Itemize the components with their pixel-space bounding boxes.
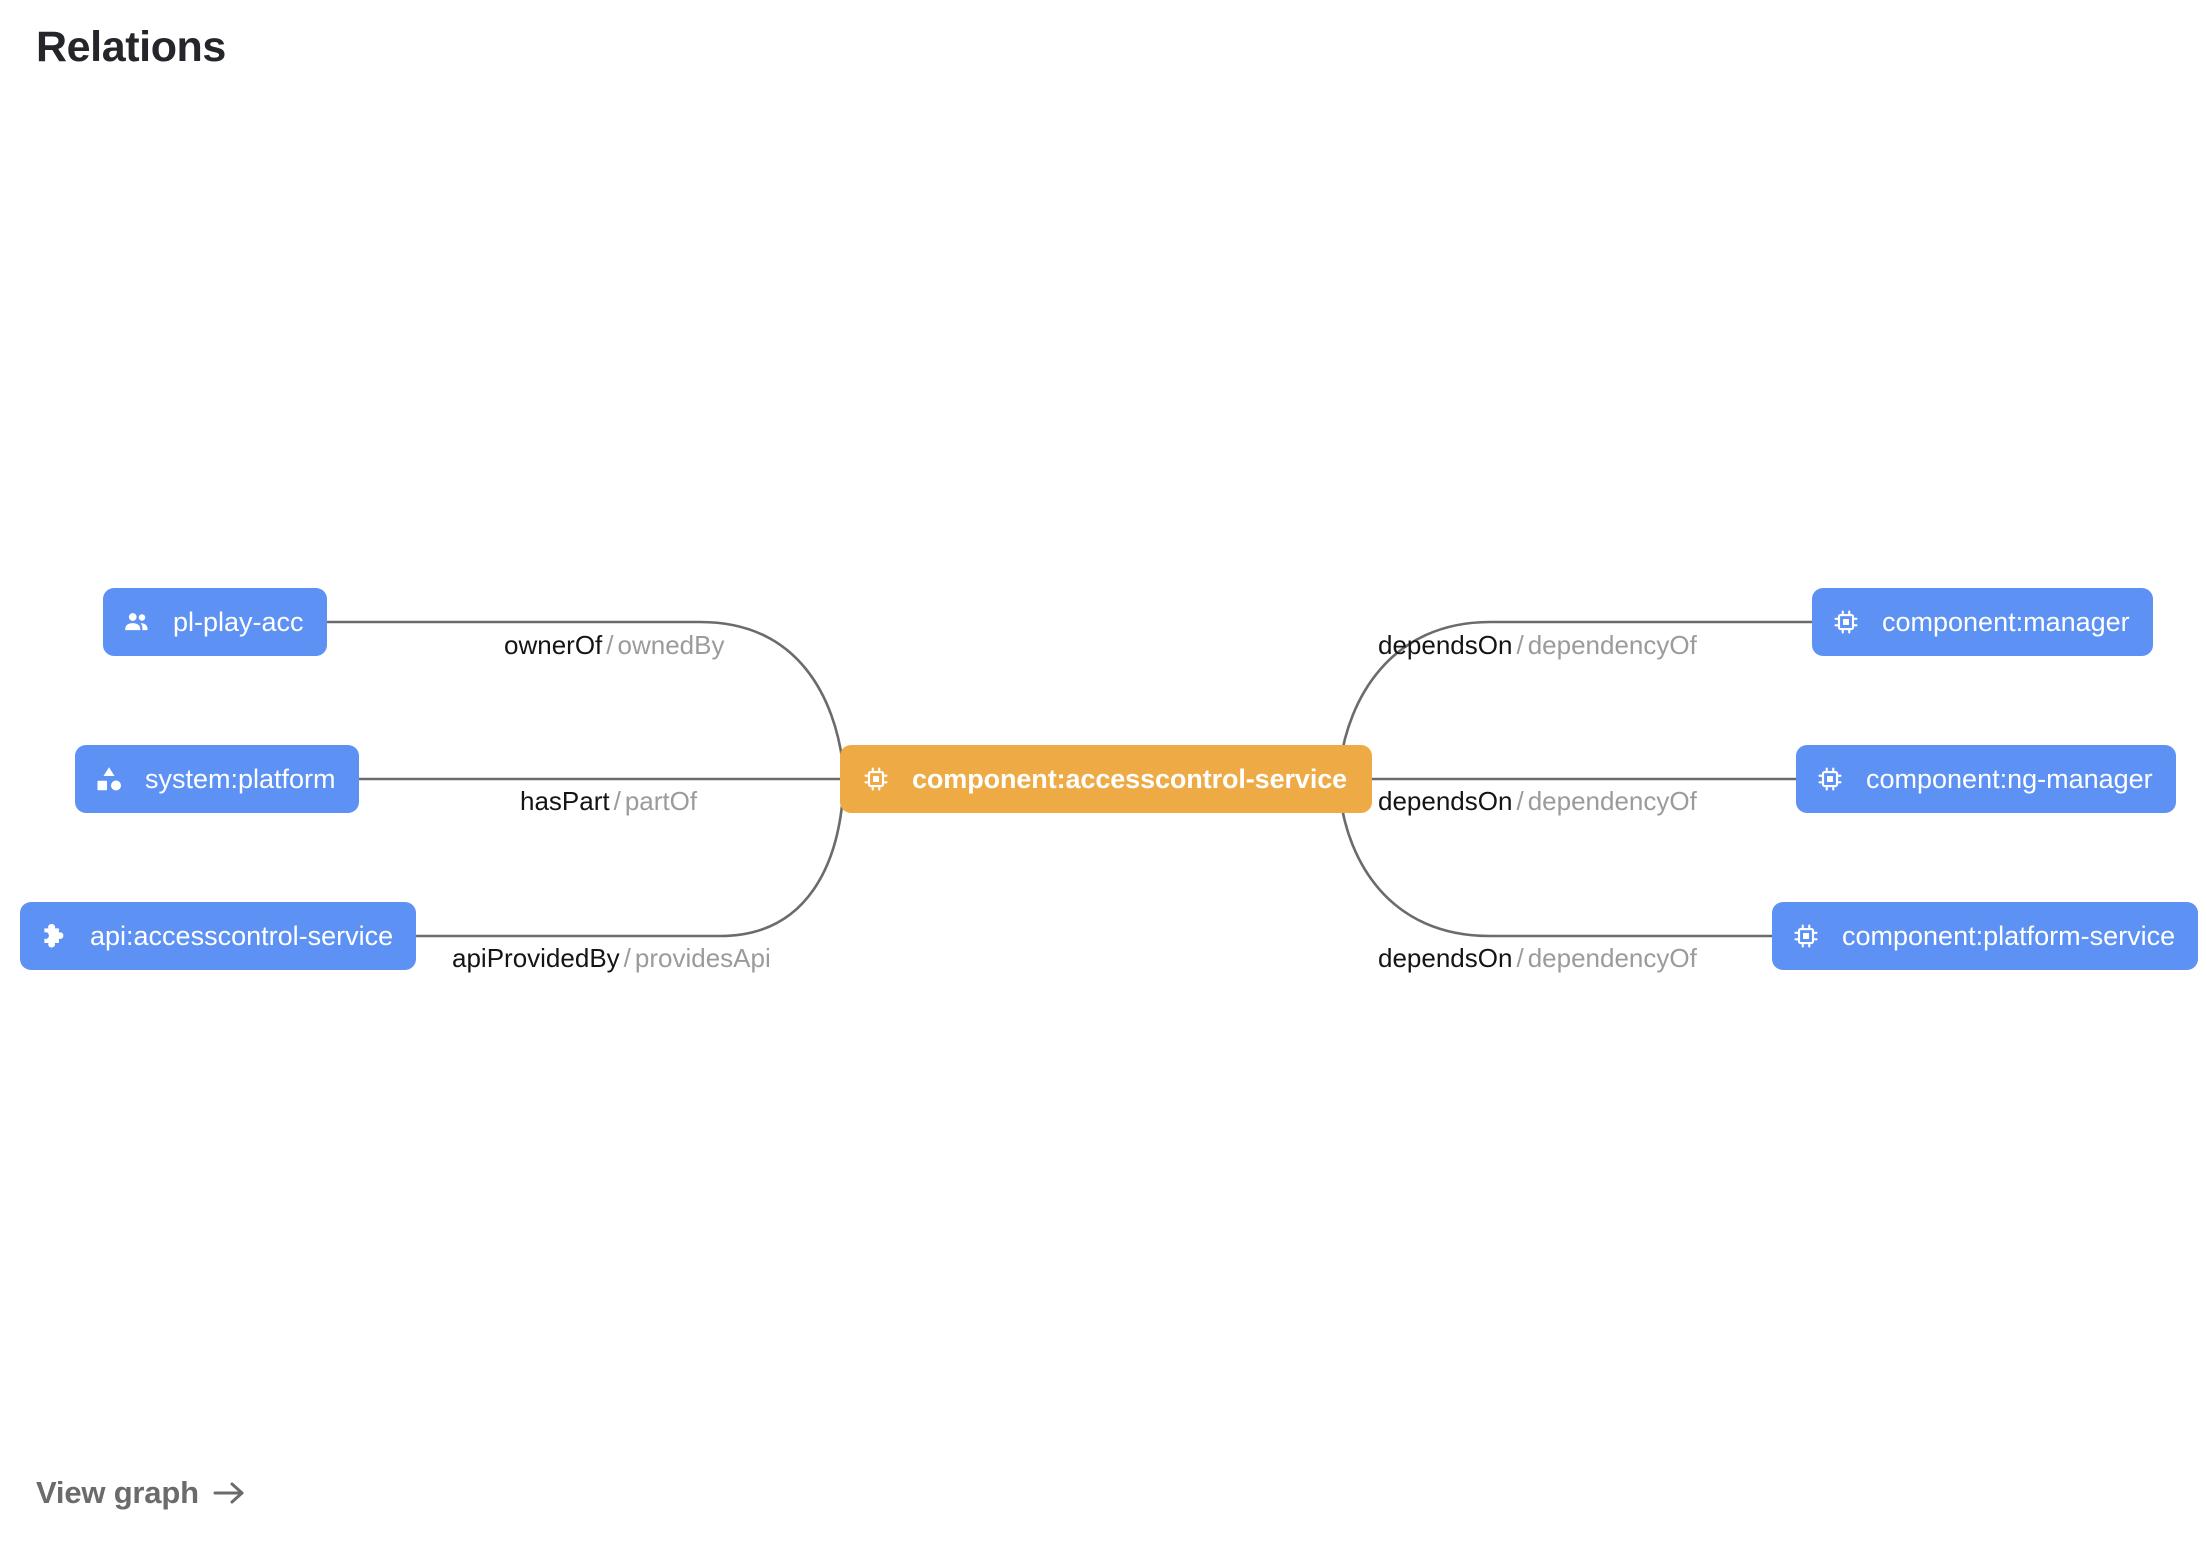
edge-label-forward: dependsOn <box>1378 630 1513 660</box>
edge-label-forward: apiProvidedBy <box>452 943 620 973</box>
edge-depends-on-manager <box>1338 620 1812 766</box>
page-title: Relations <box>36 23 226 71</box>
edge-label-reverse: dependencyOf <box>1527 943 1697 973</box>
edge-label-reverse: ownedBy <box>617 630 725 660</box>
graph-node-component-platform-service[interactable]: component:platform-service <box>1772 902 2199 970</box>
graph-node-component-accesscontrol-service[interactable]: component:accesscontrol-service <box>840 745 1373 813</box>
edge-label-forward: hasPart <box>520 786 610 816</box>
memory-chip-icon <box>1815 764 1845 794</box>
edge-label-reverse: partOf <box>624 786 698 816</box>
graph-node-label: component:platform-service <box>1842 920 2176 951</box>
view-graph-link[interactable]: View graph <box>36 1475 246 1511</box>
edge-label-separator: / <box>623 943 631 973</box>
relations-graph: pl-play-acc system:platform api:accessco… <box>20 588 2199 971</box>
memory-chip-icon <box>1831 607 1861 637</box>
view-graph-label: View graph <box>36 1475 199 1510</box>
edge-label-reverse: dependencyOf <box>1527 630 1697 660</box>
edge-label-forward: dependsOn <box>1378 786 1513 816</box>
graph-node-api-accesscontrol-service[interactable]: api:accesscontrol-service <box>20 902 417 970</box>
graph-node-label: pl-play-acc <box>173 606 304 637</box>
graph-node-label: api:accesscontrol-service <box>90 920 394 951</box>
arrow-right-icon <box>212 1478 246 1508</box>
group-people-icon <box>122 607 152 637</box>
edge-owner-of <box>327 620 845 766</box>
puzzle-piece-icon <box>39 921 69 951</box>
edge-label-separator: / <box>1516 630 1524 660</box>
memory-chip-icon <box>1791 921 1821 951</box>
edge-label-separator: / <box>606 630 614 660</box>
graph-node-component-manager[interactable]: component:manager <box>1812 588 2153 656</box>
edge-label-forward: ownerOf <box>504 630 603 660</box>
edge-label-depends-on-platform-service: dependsOn/dependencyOf <box>1378 945 1697 971</box>
graph-node-system-platform[interactable]: system:platform <box>75 745 359 813</box>
edge-label-separator: / <box>1516 786 1524 816</box>
edge-label-owner-of: ownerOf/ownedBy <box>504 632 724 658</box>
relations-edges <box>327 620 1812 938</box>
edge-depends-on-platform-service <box>1338 794 1772 938</box>
edge-label-reverse: providesApi <box>634 943 771 973</box>
edge-label-reverse: dependencyOf <box>1527 786 1697 816</box>
category-shapes-icon <box>94 764 124 794</box>
graph-node-component-ng-manager[interactable]: component:ng-manager <box>1796 745 2176 813</box>
graph-node-label: component:manager <box>1882 606 2130 637</box>
graph-node-label: component:ng-manager <box>1866 763 2153 794</box>
edge-label-has-part: hasPart/partOf <box>520 788 697 814</box>
memory-chip-icon <box>861 764 891 794</box>
edge-label-api-provided-by: apiProvidedBy/providesApi <box>452 945 771 971</box>
edge-api-provided-by <box>410 794 845 938</box>
graph-node-label: component:accesscontrol-service <box>912 763 1348 794</box>
edge-label-forward: dependsOn <box>1378 943 1513 973</box>
graph-node-pl-play-acc[interactable]: pl-play-acc <box>103 588 327 656</box>
edge-label-depends-on-ng-manager: dependsOn/dependencyOf <box>1378 788 1697 814</box>
graph-node-label: system:platform <box>145 763 336 794</box>
edge-label-separator: / <box>613 786 621 816</box>
edge-label-separator: / <box>1516 943 1524 973</box>
edge-label-depends-on-manager: dependsOn/dependencyOf <box>1378 632 1697 658</box>
